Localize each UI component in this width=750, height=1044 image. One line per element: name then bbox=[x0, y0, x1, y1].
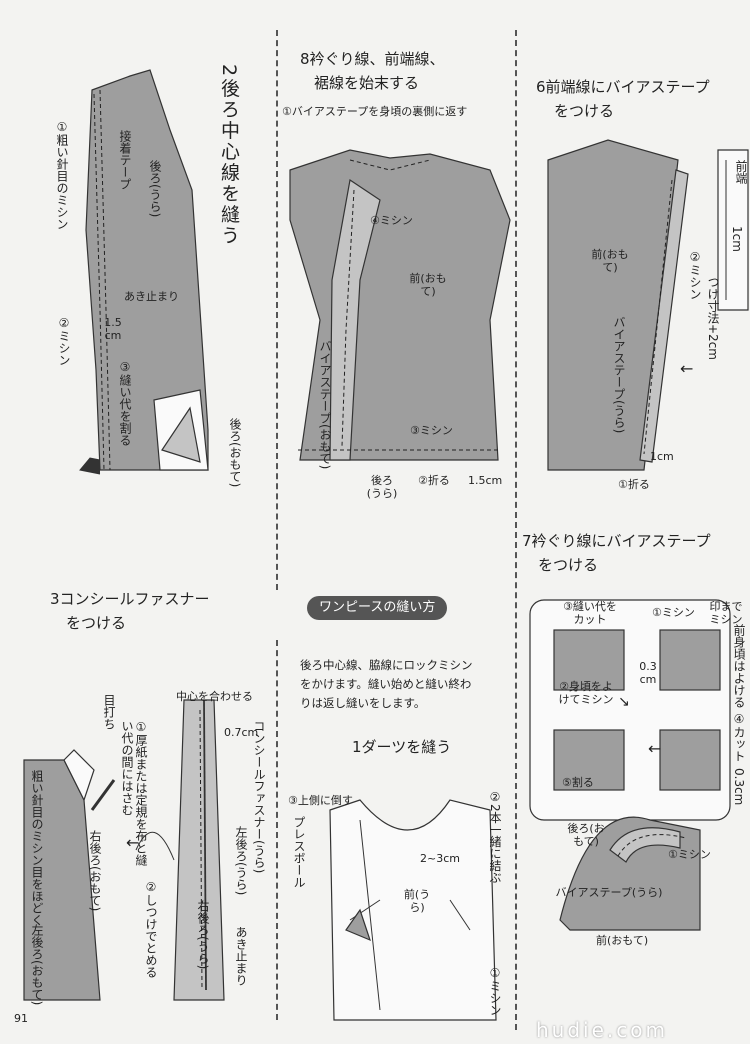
method-note-line2: をかけます。縫い始めと縫い終わ bbox=[300, 677, 472, 691]
s7-split-label: ⑤割る bbox=[562, 776, 594, 789]
s3-right-back-ura-label: 右後ろ(うら) bbox=[196, 900, 210, 970]
section1-diagram bbox=[329, 799, 497, 1021]
s8-front-omote-label: 前(おもて) bbox=[409, 272, 447, 298]
s1-upper-label: ③上側に倒す bbox=[288, 794, 353, 807]
s2-measure-label: 1.5 cm bbox=[104, 316, 122, 342]
s6-small-cm-label: 1cm bbox=[730, 226, 744, 252]
s6-sew-label: ②ミシン bbox=[688, 250, 702, 300]
s3-center-label: 中心を合わせる bbox=[176, 690, 253, 703]
s6-allowance-label: つけ寸法+2cm bbox=[706, 276, 720, 360]
s6-arrow-icon: ← bbox=[680, 359, 694, 378]
s7-front-omote-label: 前(おもて) bbox=[596, 934, 649, 947]
method-note-line1: 後ろ中心線、脇線にロックミシン bbox=[300, 658, 473, 672]
s7-right1-label: 前身頃はよける bbox=[732, 624, 746, 708]
s7-body-sew-label: ②身頃をよけてミシン bbox=[558, 680, 614, 706]
s7-arrow-down-icon: ↘ bbox=[618, 694, 630, 710]
s3-tack-label: 目打ち bbox=[102, 694, 116, 730]
s3-left-back-omote-label: 左後ろ(おもて) bbox=[30, 924, 44, 1006]
s6-front-omote-label: 前(おもて) bbox=[591, 248, 629, 274]
s7-back-omote-label: 後ろ(おもて) bbox=[567, 822, 605, 848]
section6-title-line1: 6前端線にバイアステープ bbox=[536, 78, 710, 96]
s7-bias-tape-ura-label: バイアステープ(うら) bbox=[555, 886, 663, 899]
section7-diagram bbox=[529, 599, 731, 931]
s8-fold-back-label: ①バイアステープを身頃の裏側に返す bbox=[282, 105, 468, 118]
s7-sew1-label: ①ミシン bbox=[652, 606, 695, 619]
section2-title: 2後ろ中心線を縫う bbox=[218, 64, 240, 247]
s3-right-back-omote-label: 右後ろ(おもて) bbox=[88, 830, 102, 912]
s2-split-label: ③縫い代を割る bbox=[118, 360, 132, 446]
s7-arrow-icon: ← bbox=[648, 739, 662, 758]
s2-open-stop-label: あき止まり bbox=[124, 290, 179, 303]
section6-diagram bbox=[547, 139, 749, 471]
s1-tie-label: ②2本一緒に結ぶ bbox=[488, 790, 502, 884]
s8-sew-label: ④ミシン bbox=[370, 214, 413, 227]
column-divider-lower bbox=[276, 640, 278, 1020]
column-divider-left bbox=[276, 30, 278, 590]
s8-fold-label: ②折る bbox=[418, 474, 450, 487]
s2-stitch-coarse-label: ①粗い針目のミシン bbox=[55, 120, 69, 230]
s1-sew-label: ①ミシン bbox=[488, 966, 502, 1016]
s7-mark-label: 印まで ミシン bbox=[709, 600, 743, 626]
s2-tape-label: 接着テープ bbox=[118, 130, 132, 190]
s7-right2-label: ④カット bbox=[732, 712, 746, 762]
method-note-line3: りは返し縫いをします。 bbox=[300, 696, 426, 710]
s2-sew-label: ②ミシン bbox=[57, 316, 71, 366]
s1-measure-label: 2~3cm bbox=[420, 852, 460, 865]
page-number: 91 bbox=[14, 1012, 28, 1025]
s8-measure-label: 1.5cm bbox=[468, 474, 503, 487]
s6-fold-label: ①折る bbox=[618, 478, 650, 491]
s3-open-stop-label: あき止まり bbox=[234, 926, 248, 986]
s3-unpick-label: 粗い針目のミシン目をほどく bbox=[30, 770, 44, 926]
watermark: hudie.com bbox=[536, 1018, 668, 1042]
s8-back-ura-label: 後ろ(うら) bbox=[366, 474, 398, 500]
s8-bias-tape-omote-label: バイアステープ(おもて) bbox=[318, 340, 332, 470]
s3-arrow-icon: ← bbox=[126, 833, 140, 852]
section8-title-line1: 8衿ぐり線、前端線、 bbox=[300, 50, 445, 68]
section3-title-line1: 3コンシールファスナー bbox=[50, 590, 210, 608]
s6-measure-label: 1cm bbox=[650, 450, 674, 463]
section3-diagram bbox=[23, 699, 225, 1001]
section1-title: 1ダーツを縫う bbox=[352, 738, 452, 756]
s3-paper-label: ①厚紙または定規を布と縫い代の間にはさむ bbox=[120, 720, 148, 866]
s2-back-omote-label: 後ろ(おもて) bbox=[228, 418, 242, 488]
s8-sew3-label: ③ミシン bbox=[410, 424, 453, 437]
s3-zipper-label: コンシールファスナー(うら) bbox=[252, 720, 266, 874]
s1-press-label: プレスボール bbox=[292, 816, 306, 888]
s7-measure-label: 0.3 cm bbox=[639, 660, 657, 686]
s7-sew-main-label: ①ミシン bbox=[668, 848, 711, 861]
section3-title-line2: をつける bbox=[66, 614, 127, 632]
section8-title-line2: 裾線を始末する bbox=[314, 74, 420, 92]
section6-title-line2: をつける bbox=[554, 102, 615, 120]
s3-baste-label: ②しつけでとめる bbox=[144, 880, 158, 978]
s7-right3-label: 0.3cm bbox=[732, 768, 746, 806]
s3-measure-label: 0.7cm bbox=[224, 726, 259, 739]
section7-title-line1: 7衿ぐり線にバイアステープ bbox=[522, 532, 711, 550]
s3-left-back-ura-label: 左後ろ(うら) bbox=[234, 826, 248, 896]
column-divider-right bbox=[515, 30, 517, 1030]
s6-tab-label: 前端 bbox=[734, 160, 748, 184]
s6-bias-tape-ura-label: バイアステープ(うら) bbox=[612, 316, 626, 434]
section8-diagram bbox=[289, 149, 511, 461]
section2-diagram bbox=[79, 69, 209, 475]
method-heading: ワンピースの縫い方 bbox=[307, 596, 448, 620]
s1-front-ura-label: 前(うら) bbox=[403, 888, 431, 914]
s7-cut-label: ③縫い代をカット bbox=[563, 600, 617, 626]
s2-back-ura-label: 後ろ(うら) bbox=[148, 160, 162, 218]
section7-title-line2: をつける bbox=[538, 556, 599, 574]
